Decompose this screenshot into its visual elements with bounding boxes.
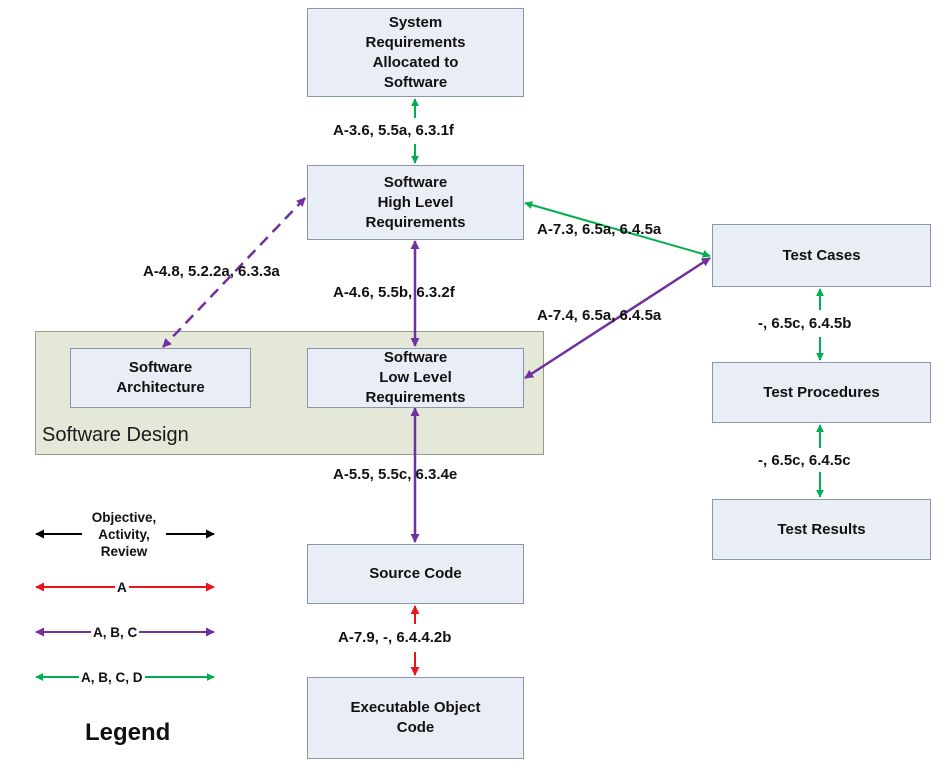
label-hlr-llr: A-4.6, 5.5b, 6.3.2f	[333, 284, 455, 301]
label-tc-tp: -, 6.5c, 6.4.5b	[758, 315, 852, 332]
label-hlr-arch: A-4.8, 5.2.2a, 6.3.3a	[143, 263, 280, 280]
legend-label-red: A	[115, 579, 129, 596]
low-level-requirements-box: Software Low Level Requirements	[307, 348, 524, 408]
test-results-box: Test Results	[712, 499, 931, 560]
source-code-box: Source Code	[307, 544, 524, 604]
software-design-label: Software Design	[42, 424, 189, 446]
label-llr-src: A-5.5, 5.5c, 6.3.4e	[333, 466, 458, 483]
legend-label-green: A, B, C, D	[79, 669, 145, 686]
legend-label-black: Objective, Activity, Review	[82, 509, 166, 560]
arrow-llr-tc	[524, 256, 711, 380]
executable-object-code-box: Executable Object Code	[307, 677, 524, 759]
test-cases-box: Test Cases	[712, 224, 931, 287]
label-sys-hlr: A-3.6, 5.5a, 6.3.1f	[333, 122, 454, 139]
label-hlr-tc: A-7.3, 6.5a, 6.4.5a	[537, 221, 662, 238]
legend-label-purple: A, B, C	[91, 624, 140, 641]
legend-title: Legend	[85, 719, 171, 746]
system-requirements-box: System Requirements Allocated to Softwar…	[307, 8, 524, 97]
software-architecture-box: Software Architecture	[70, 348, 251, 408]
arrow-hlr-tc	[524, 201, 711, 258]
arrow-hlr-arch	[162, 197, 306, 348]
label-tp-tr: -, 6.5c, 6.4.5c	[758, 452, 851, 469]
label-src-eoc: A-7.9, -, 6.4.4.2b	[338, 629, 452, 646]
label-llr-tc: A-7.4, 6.5a, 6.4.5a	[537, 307, 662, 324]
test-procedures-box: Test Procedures	[712, 362, 931, 423]
high-level-requirements-box: Software High Level Requirements	[307, 165, 524, 240]
